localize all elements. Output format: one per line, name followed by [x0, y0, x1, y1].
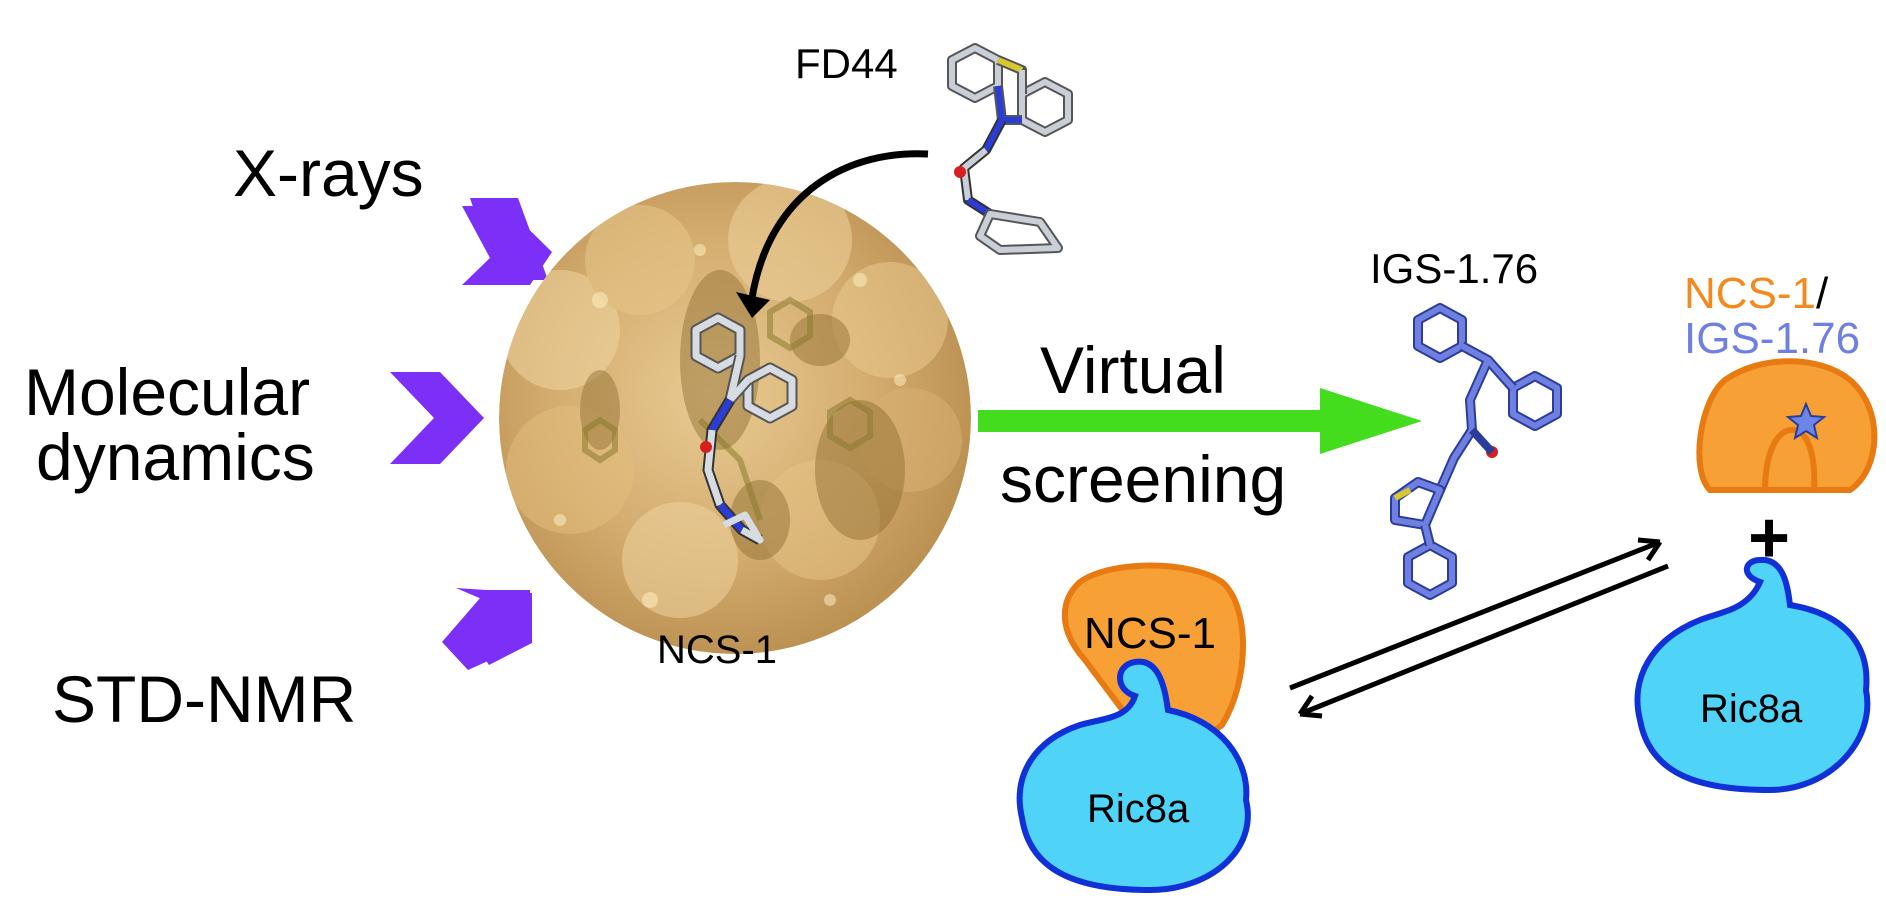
right-igs-label: IGS-1.76	[1684, 314, 1860, 363]
fd44-label: FD44	[795, 40, 898, 87]
xrays-label: X-rays	[233, 136, 424, 210]
ligand-star-icon	[1785, 401, 1827, 441]
std-nmr-arrow	[442, 588, 532, 670]
protein-surface	[499, 182, 971, 654]
left-ncs1-label: NCS-1	[1084, 609, 1216, 658]
igs-ligand-sticks	[1390, 303, 1562, 600]
fd44-ligand-sticks	[947, 43, 1073, 255]
left-ric8a-shape	[1016, 658, 1251, 894]
screening-arrow	[978, 388, 1422, 454]
std-nmr-label: STD-NMR	[52, 662, 356, 736]
right-ric8a-shape	[1634, 557, 1871, 794]
left-ric8a-label: Ric8a	[1087, 787, 1190, 831]
right-ncs1-label: NCS-1	[1684, 269, 1816, 318]
ncs1-igs-complex-shape	[1696, 358, 1878, 493]
right-slash-label: /	[1816, 269, 1829, 318]
equilibrium-arrows	[1289, 537, 1669, 719]
xrays-arrow	[462, 198, 552, 285]
md-arrow	[390, 372, 484, 464]
right-ric8a-label: Ric8a	[1700, 687, 1803, 731]
binding-arrow	[748, 150, 929, 299]
molecular-label: Molecular	[24, 355, 310, 429]
screening-label: screening	[1000, 442, 1286, 516]
dynamics-label: dynamics	[36, 420, 315, 494]
igs-label: IGS-1.76	[1370, 245, 1538, 292]
binding-arrowhead	[736, 292, 770, 318]
virtual-label: Virtual	[1040, 333, 1226, 407]
svg-text:NCS-1/: NCS-1/	[1684, 269, 1829, 318]
surface-ncs1-label: NCS-1	[657, 628, 777, 672]
bound-fd44-sticks	[690, 312, 798, 545]
